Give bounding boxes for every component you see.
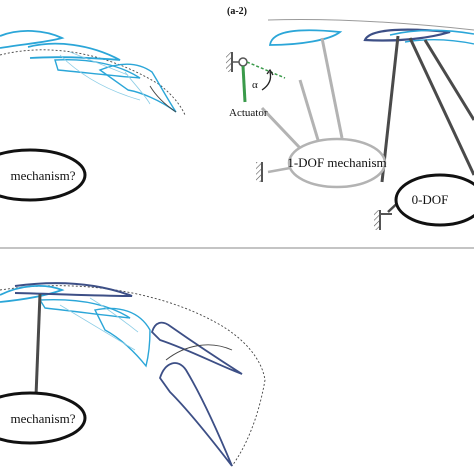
panel-label: (a-2)	[227, 6, 247, 17]
mechanism-node-bottom-left	[0, 391, 87, 445]
flap-trailing-curve	[149, 85, 177, 113]
actuator-dashed-ref	[246, 61, 286, 79]
flap-segment-3	[54, 58, 141, 79]
wing-upper-line	[267, 19, 474, 31]
flap-element-3	[389, 29, 474, 36]
flap-web-lines	[59, 51, 151, 105]
link-dark-3	[423, 39, 474, 121]
wing-outline-dashed	[0, 49, 186, 116]
ground-symbol-actuator	[226, 52, 233, 72]
mechanism-label-0dof: 0-DOF	[412, 192, 449, 207]
actuator-label: Actuator	[229, 107, 268, 119]
actuator-symbol	[232, 57, 286, 103]
link-dark-bottom	[34, 293, 42, 397]
wing-outline-dashed-bottom	[0, 285, 266, 467]
flap-segment-4	[98, 63, 177, 113]
link-light-1	[320, 37, 344, 139]
flap-segment-1	[0, 30, 65, 49]
actuator-pivot	[238, 57, 248, 67]
mechanism-label-top-left: mechanism?	[11, 168, 76, 183]
flap-element-2	[363, 28, 451, 42]
ground-symbol-0dof	[374, 210, 392, 230]
panel-top-left: mechanism?	[0, 30, 186, 202]
bottom-flap-web	[59, 297, 139, 351]
alpha-arrow	[261, 71, 272, 91]
bottom-flap-1	[0, 285, 65, 303]
ground-symbol-1dof	[256, 162, 263, 182]
panel-top-right: (a-2)	[226, 6, 474, 230]
mechanism-label-bottom-left: mechanism?	[11, 411, 76, 426]
alpha-label: α	[252, 79, 258, 91]
link-light-3	[260, 106, 302, 150]
bottom-flap-5	[150, 321, 243, 375]
mechanism-node-0dof	[394, 173, 474, 227]
bottom-flap-6	[159, 362, 233, 467]
bottom-flap-3	[38, 298, 131, 319]
link-light-4	[267, 166, 291, 174]
mechanism-node-top-left	[0, 148, 87, 202]
link-dark-2	[408, 37, 474, 176]
flap-element-4	[404, 39, 474, 45]
flap-element-1	[268, 29, 343, 46]
link-light-2	[298, 79, 320, 141]
panel-bottom-left: mechanism?	[0, 282, 266, 467]
flap-segment-2	[27, 42, 121, 61]
mechanism-node-1dof	[287, 137, 387, 189]
bottom-flap-link-curve	[165, 344, 233, 361]
mechanism-label-1dof: 1-DOF mechanism	[287, 155, 386, 170]
actuator-link	[241, 65, 247, 103]
bottom-flap-2	[14, 282, 133, 297]
